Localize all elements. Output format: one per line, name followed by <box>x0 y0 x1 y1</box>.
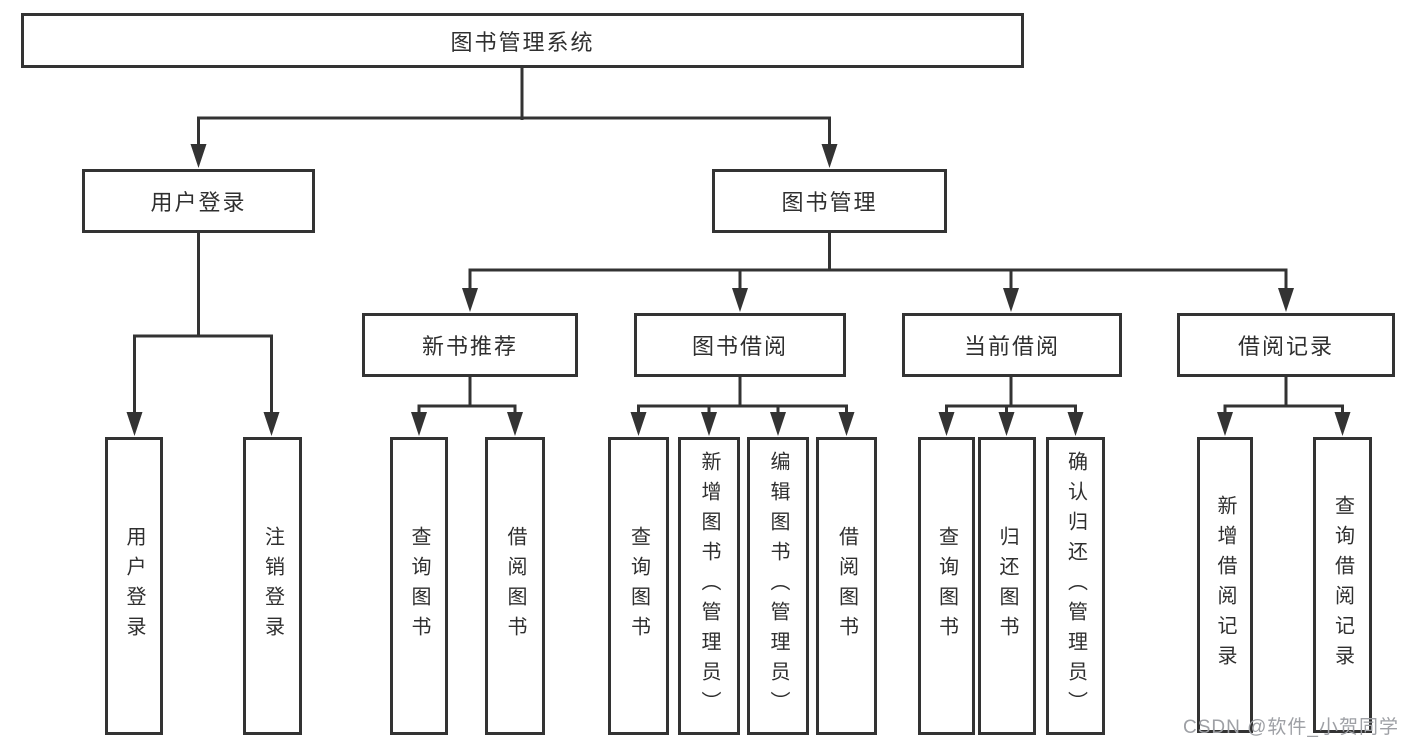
node-book-borrowing: 图书借阅 <box>634 313 846 377</box>
leaf-user-login: 用户登录 <box>105 437 163 735</box>
leaf-borrow-books-borrowing-label: 借阅图书 <box>835 526 858 646</box>
leaf-logout: 注销登录 <box>243 437 302 735</box>
leaf-query-borrow-record: 查询借阅记录 <box>1313 437 1372 733</box>
node-user-login-label: 用户登录 <box>150 190 247 215</box>
leaf-logout-label: 注销登录 <box>261 526 284 646</box>
leaf-query-books-current-label: 查询图书 <box>935 526 958 646</box>
watermark: CSDN @软件_小贺同学 <box>1183 717 1399 738</box>
leaf-borrow-books-recommend-label: 借阅图书 <box>504 526 526 646</box>
leaf-add-books-admin: 新增图书（管理员） <box>678 437 740 735</box>
node-book-management: 图书管理 <box>712 169 947 233</box>
leaf-user-login-label: 用户登录 <box>123 526 145 646</box>
leaf-query-books-borrowing-label: 查询图书 <box>627 526 650 646</box>
leaf-add-books-admin-label: 新增图书（管理员） <box>698 451 720 721</box>
node-book-borrowing-label: 图书借阅 <box>691 334 788 359</box>
leaf-confirm-return-admin: 确认归还（管理员） <box>1046 437 1105 735</box>
leaf-edit-books-admin: 编辑图书（管理员） <box>747 437 809 735</box>
leaf-borrow-books-recommend: 借阅图书 <box>485 437 545 735</box>
node-borrowing-records-label: 借阅记录 <box>1237 334 1334 359</box>
node-borrowing-records: 借阅记录 <box>1177 313 1395 377</box>
node-book-management-label: 图书管理 <box>781 190 878 215</box>
node-new-book-recommendation-label: 新书推荐 <box>421 334 518 359</box>
node-root: 图书管理系统 <box>21 13 1024 68</box>
node-new-book-recommendation: 新书推荐 <box>362 313 578 377</box>
leaf-query-borrow-record-label: 查询借阅记录 <box>1331 495 1354 675</box>
node-current-borrowing-label: 当前借阅 <box>963 334 1060 359</box>
node-user-login: 用户登录 <box>82 169 315 233</box>
node-current-borrowing: 当前借阅 <box>902 313 1122 377</box>
leaf-return-books-label: 归还图书 <box>996 526 1018 646</box>
leaf-edit-books-admin-label: 编辑图书（管理员） <box>767 451 789 721</box>
node-root-label: 图书管理系统 <box>450 29 595 55</box>
leaf-borrow-books-borrowing: 借阅图书 <box>816 437 877 735</box>
leaf-query-books-recommend: 查询图书 <box>390 437 448 735</box>
leaf-return-books: 归还图书 <box>978 437 1036 735</box>
leaf-query-books-borrowing: 查询图书 <box>608 437 669 735</box>
leaf-query-books-current: 查询图书 <box>918 437 975 735</box>
leaf-add-borrow-record: 新增借阅记录 <box>1197 437 1253 733</box>
leaf-query-books-recommend-label: 查询图书 <box>408 526 430 646</box>
leaf-add-borrow-record-label: 新增借阅记录 <box>1214 495 1236 675</box>
leaf-confirm-return-admin-label: 确认归还（管理员） <box>1064 451 1087 721</box>
